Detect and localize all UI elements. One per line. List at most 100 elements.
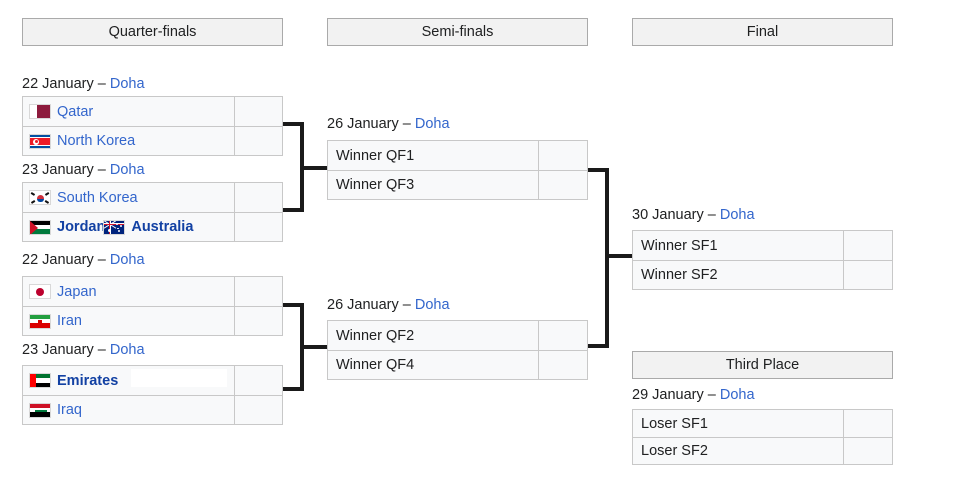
match-qf1: Qatar North Korea: [22, 96, 283, 156]
date-venue-dash: –: [97, 76, 106, 92]
table-row[interactable]: Loser SF2: [632, 437, 893, 465]
connector-final-vertical: [605, 168, 609, 348]
score-cell: [235, 277, 282, 306]
table-row[interactable]: Winner QF3: [327, 170, 588, 200]
table-row[interactable]: Japan: [22, 276, 283, 306]
connector-sf2-in: [300, 345, 327, 349]
match-date-qf1: 22 January – Doha: [22, 76, 145, 93]
team-name[interactable]: Japan: [57, 283, 97, 300]
match-qf4: Emirates Iraq: [22, 365, 283, 425]
table-row[interactable]: Jordan Australia: [22, 212, 283, 242]
team-cell: Winner SF1: [633, 231, 844, 260]
table-row[interactable]: Qatar: [22, 96, 283, 126]
team-cell: Winner QF4: [328, 351, 539, 379]
match-date-text: 22 January: [22, 76, 94, 92]
match-date-text: 26 January: [327, 116, 399, 132]
venue-link[interactable]: Doha: [414, 297, 450, 313]
score-cell: [539, 321, 587, 350]
table-row[interactable]: Winner QF4: [327, 350, 588, 380]
team-cell: Loser SF1: [633, 410, 844, 437]
match-qf2: South Korea Jordan Australia: [22, 182, 283, 242]
team-name: Winner QF3: [336, 177, 415, 193]
team-name: Winner QF1: [336, 147, 415, 164]
connector-sf2-out: [588, 344, 609, 348]
venue-link[interactable]: Doha: [719, 387, 755, 403]
score-cell: [844, 410, 892, 437]
round-header-third-place: Third Place: [632, 351, 893, 379]
venue-link[interactable]: Doha: [109, 76, 145, 92]
table-row[interactable]: Winner QF1: [327, 140, 588, 170]
match-date-sf2: 26 January – Doha: [327, 297, 450, 314]
team-cell: Winner SF2: [633, 261, 844, 289]
table-row[interactable]: Loser SF1: [632, 409, 893, 437]
team-cell: Winner QF3: [328, 171, 539, 199]
table-row[interactable]: Emirates: [22, 365, 283, 395]
score-cell: [235, 97, 282, 126]
venue-link[interactable]: Doha: [109, 342, 145, 358]
score-cell: [235, 307, 282, 335]
match-qf3: Japan Iran: [22, 276, 283, 336]
score-cell: [844, 231, 892, 260]
match-date-qf3: 22 January – Doha: [22, 252, 145, 269]
match-date-text: 29 January: [632, 387, 704, 403]
score-cell: [539, 141, 587, 170]
team-cell: North Korea: [23, 127, 235, 155]
team-name[interactable]: Iraq: [57, 402, 82, 418]
score-cell: [235, 183, 282, 212]
table-row[interactable]: Winner QF2: [327, 320, 588, 350]
match-third-place: Loser SF1 Loser SF2: [632, 409, 893, 465]
match-date-final: 30 January – Doha: [632, 207, 755, 224]
date-venue-dash: –: [402, 116, 411, 132]
match-date-qf2: 23 January – Doha: [22, 162, 145, 179]
venue-link[interactable]: Doha: [719, 207, 755, 223]
table-row[interactable]: Winner SF1: [632, 230, 893, 260]
score-cell: [235, 213, 282, 241]
match-date-text: 23 January: [22, 342, 94, 358]
flag-south-korea-icon: [29, 190, 51, 205]
table-row[interactable]: Iran: [22, 306, 283, 336]
match-date-sf1: 26 January – Doha: [327, 116, 450, 133]
venue-link[interactable]: Doha: [109, 252, 145, 268]
match-sf2: Winner QF2 Winner QF4: [327, 320, 588, 380]
team-name[interactable]: Emirates: [57, 372, 119, 389]
venue-link[interactable]: Doha: [109, 162, 145, 178]
score-cell: [844, 261, 892, 289]
team-cell: Qatar: [23, 97, 235, 126]
round-header-label: Semi-finals: [421, 24, 494, 40]
team-name[interactable]: South Korea: [57, 189, 138, 206]
date-venue-dash: –: [707, 387, 716, 403]
flag-emirates-icon: [29, 373, 51, 388]
team-name[interactable]: Qatar: [57, 103, 94, 120]
flag-iran-icon: [29, 313, 51, 329]
team-name: Winner QF2: [336, 327, 415, 344]
connector-qf1-out: [283, 122, 304, 126]
match-final: Winner SF1 Winner SF2: [632, 230, 893, 290]
team-cell: Winner QF2: [328, 321, 539, 350]
team-cell: Winner QF1: [328, 141, 539, 170]
match-date-qf4: 23 January – Doha: [22, 342, 145, 359]
team-name[interactable]: Iran: [57, 313, 82, 329]
venue-link[interactable]: Doha: [414, 116, 450, 132]
match-date-text: 26 January: [327, 297, 399, 313]
date-venue-dash: –: [707, 207, 716, 223]
table-row[interactable]: Iraq: [22, 395, 283, 425]
table-row[interactable]: Winner SF2: [632, 260, 893, 290]
team-name[interactable]: North Korea: [57, 133, 136, 149]
round-header-final: Final: [632, 18, 893, 46]
match-sf1: Winner QF1 Winner QF3: [327, 140, 588, 200]
table-row[interactable]: South Korea: [22, 182, 283, 212]
match-date-text: 23 January: [22, 162, 94, 178]
table-row[interactable]: North Korea: [22, 126, 283, 156]
score-cell: [235, 396, 282, 424]
team-name[interactable]: Jordan: [57, 219, 106, 235]
round-header-quarter-finals: Quarter-finals: [22, 18, 283, 46]
round-header-label: Final: [746, 24, 779, 40]
match-date-third-place: 29 January – Doha: [632, 387, 755, 404]
connector-sf1-out: [588, 168, 609, 172]
date-venue-dash: –: [97, 342, 106, 358]
team-name[interactable]: Australia: [131, 219, 194, 235]
round-header-semi-finals: Semi-finals: [327, 18, 588, 46]
score-cell: [235, 127, 282, 155]
flag-iraq-icon: [29, 402, 51, 418]
team-name: Loser SF2: [641, 443, 708, 459]
